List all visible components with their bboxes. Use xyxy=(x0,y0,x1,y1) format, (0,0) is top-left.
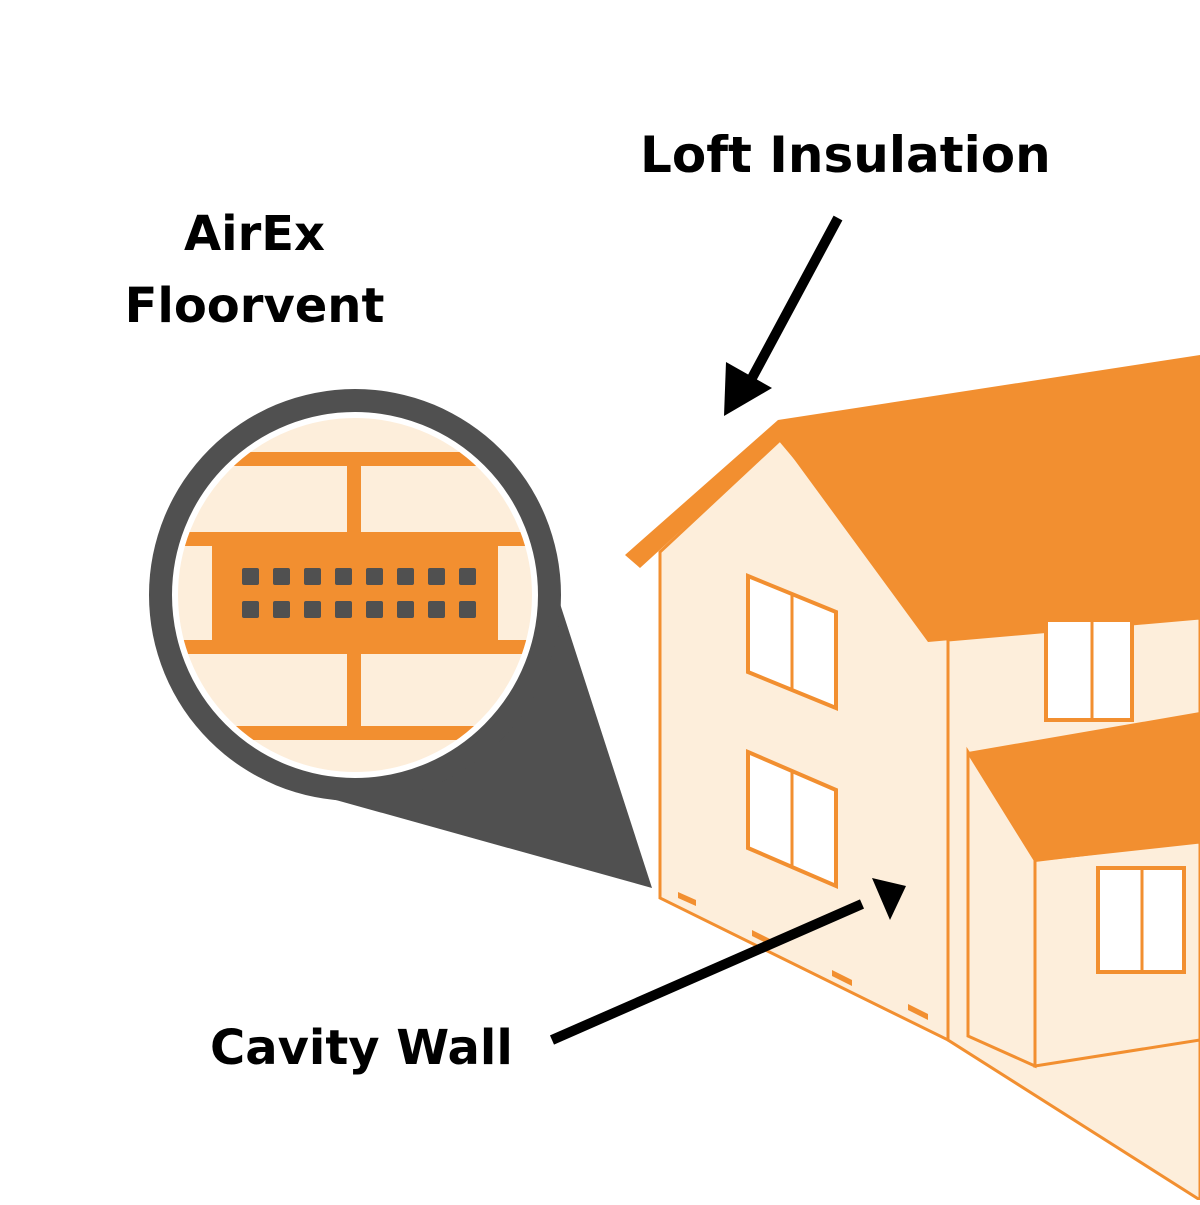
window-side-upper xyxy=(1044,618,1134,722)
window-gable-upper xyxy=(746,573,838,711)
window-extension xyxy=(1096,866,1186,974)
house-illustration xyxy=(625,355,1200,1202)
label-loft-insulation: Loft Insulation xyxy=(640,126,1051,184)
arrow-loft-insulation xyxy=(724,215,843,416)
label-airex-floorvent: AirEx Floorvent xyxy=(122,198,387,342)
magnifier-lens-icon xyxy=(149,389,652,888)
house-main-roof xyxy=(625,355,1200,642)
vent-holes xyxy=(242,568,476,618)
label-airex-line2: Floorvent xyxy=(124,278,385,334)
brick-mortar xyxy=(175,452,535,740)
label-airex-line1: AirEx xyxy=(183,206,326,262)
extension-roof xyxy=(968,712,1200,862)
floorvent-grille-icon xyxy=(212,546,498,640)
label-cavity-wall: Cavity Wall xyxy=(210,1020,513,1076)
magnifier-lens-content xyxy=(175,415,535,775)
window-gable-lower xyxy=(746,748,838,890)
arrow-cavity-wall xyxy=(549,878,906,1045)
